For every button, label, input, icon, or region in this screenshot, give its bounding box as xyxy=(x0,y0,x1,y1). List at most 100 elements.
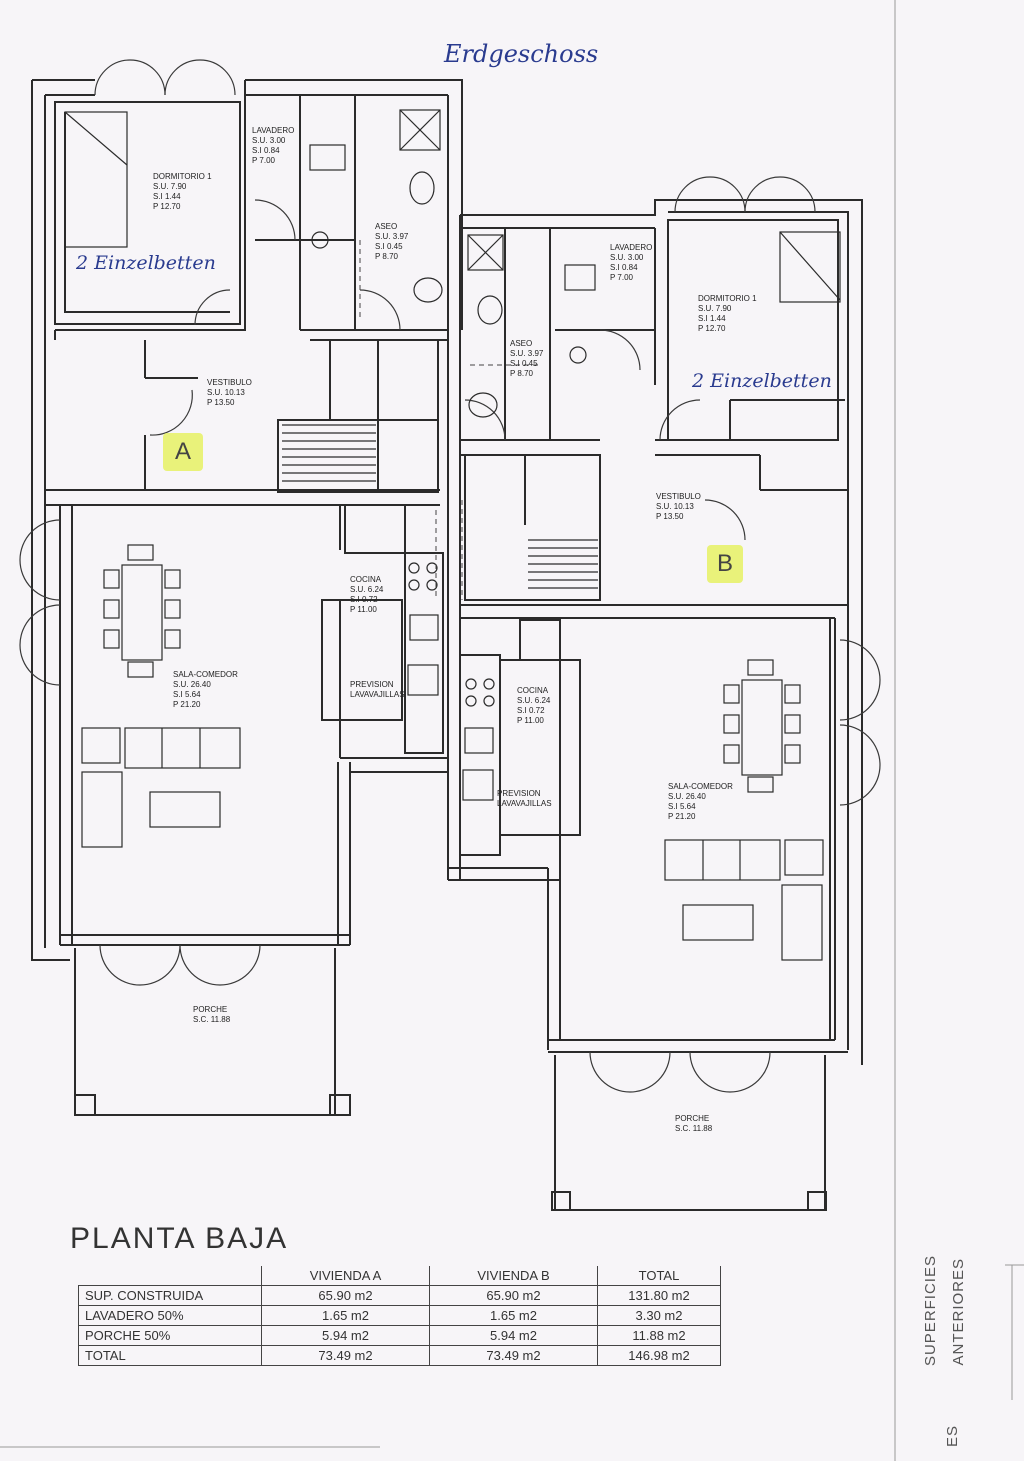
room-su: S.U. 7.90 xyxy=(153,182,187,191)
room-su: S.U. 7.90 xyxy=(698,304,732,313)
table-row: SUP. CONSTRUIDA 65.90 m2 65.90 m2 131.80… xyxy=(78,1285,721,1306)
dashed-lines xyxy=(359,240,540,600)
prevision-line1: PREVISION xyxy=(350,680,394,689)
room-label-dormitorio-b: DORMITORIO 1 S.U. 7.90 S.I 1.44 P 12.70 xyxy=(698,294,757,334)
prevision-line1: PREVISION xyxy=(497,789,541,798)
room-label-prevision-b: PREVISION LAVAVAJILLAS xyxy=(497,789,552,809)
room-name: COCINA xyxy=(350,575,382,584)
row-label: LAVADERO 50% xyxy=(78,1305,262,1326)
handwritten-beds-b: 2 Einzelbetten xyxy=(692,370,832,392)
room-su: S.U. 26.40 xyxy=(668,792,706,801)
door-swings xyxy=(19,59,881,1093)
room-su: S.U. 3.97 xyxy=(375,232,409,241)
unit-a-marker: A xyxy=(163,433,203,471)
room-su: S.U. 10.13 xyxy=(207,388,245,397)
room-name: ASEO xyxy=(510,339,533,348)
cell-vivienda-a: 1.65 m2 xyxy=(261,1305,430,1326)
room-si: S.I 0.45 xyxy=(375,242,403,251)
furniture xyxy=(64,109,841,961)
handwritten-title: Erdgeschoss xyxy=(444,40,599,68)
room-su: S.U. 6.24 xyxy=(517,696,551,705)
room-su: S.U. 6.24 xyxy=(350,585,384,594)
room-label-lavadero-a: LAVADERO S.U. 3.00 S.I 0.84 P 7.00 xyxy=(252,126,294,166)
table-header-cell: VIVIENDA A xyxy=(261,1266,430,1286)
side-text-superficies: SUPERFICIES xyxy=(922,1255,939,1367)
prevision-line2: LAVAVAJILLAS xyxy=(497,799,552,808)
room-sc: S.C. 11.88 xyxy=(193,1015,231,1024)
room-p: P 7.00 xyxy=(610,273,633,282)
room-p: P 21.20 xyxy=(173,700,201,709)
row-label: PORCHE 50% xyxy=(78,1325,262,1346)
cell-vivienda-b: 65.90 m2 xyxy=(429,1285,598,1306)
room-name: VESTIBULO xyxy=(656,492,701,501)
room-label-aseo-b: ASEO S.U. 3.97 S.I 0.45 P 8.70 xyxy=(510,339,543,379)
room-label-cocina-a: COCINA S.U. 6.24 S.I 0.72 P 11.00 xyxy=(350,575,383,615)
room-name: LAVADERO xyxy=(252,126,295,135)
room-label-prevision-a: PREVISION LAVAVAJILLAS xyxy=(350,680,405,700)
room-label-vestibulo-a: VESTIBULO S.U. 10.13 P 13.50 xyxy=(207,378,252,408)
room-si: S.I 5.64 xyxy=(173,690,201,699)
room-name: LAVADERO xyxy=(610,243,653,252)
cell-total: 3.30 m2 xyxy=(597,1305,721,1326)
room-name: PORCHE xyxy=(193,1005,228,1014)
table-header-row: VIVIENDA A VIVIENDA B TOTAL xyxy=(78,1266,721,1286)
room-si: S.I 5.64 xyxy=(668,802,696,811)
room-name: SALA-COMEDOR xyxy=(173,670,238,679)
cell-vivienda-a: 73.49 m2 xyxy=(261,1345,430,1366)
unit-b-marker: B xyxy=(707,545,743,583)
room-p: P 7.00 xyxy=(252,156,275,165)
table-header-cell: TOTAL xyxy=(597,1266,721,1286)
cell-vivienda-b: 1.65 m2 xyxy=(429,1305,598,1326)
room-label-vestibulo-b: VESTIBULO S.U. 10.13 P 13.50 xyxy=(656,492,701,522)
room-label-lavadero-b: LAVADERO S.U. 3.00 S.I 0.84 P 7.00 xyxy=(610,243,652,283)
unit-a-walls xyxy=(31,79,463,1116)
row-label: SUP. CONSTRUIDA xyxy=(78,1285,262,1306)
room-su: S.U. 26.40 xyxy=(173,680,211,689)
room-si: S.I 0.84 xyxy=(610,263,638,272)
room-sc: S.C. 11.88 xyxy=(675,1124,713,1133)
room-su: S.U. 3.97 xyxy=(510,349,544,358)
room-p: P 8.70 xyxy=(375,252,398,261)
handwritten-beds-a: 2 Einzelbetten xyxy=(76,252,216,274)
room-p: P 12.70 xyxy=(153,202,181,211)
room-p: P 13.50 xyxy=(207,398,235,407)
room-p: P 8.70 xyxy=(510,369,533,378)
room-si: S.I 0.72 xyxy=(517,706,545,715)
room-si: S.I 1.44 xyxy=(153,192,181,201)
room-name: PORCHE xyxy=(675,1114,710,1123)
room-p: P 11.00 xyxy=(517,716,544,725)
room-p: P 21.20 xyxy=(668,812,696,821)
room-su: S.U. 3.00 xyxy=(252,136,286,145)
room-label-cocina-b: COCINA S.U. 6.24 S.I 0.72 P 11.00 xyxy=(517,686,550,726)
side-text-anteriores: ANTERIORES xyxy=(950,1258,967,1366)
room-name: COCINA xyxy=(517,686,549,695)
planta-title: PLANTA BAJA xyxy=(70,1222,289,1255)
room-label-aseo-a: ASEO S.U. 3.97 S.I 0.45 P 8.70 xyxy=(375,222,408,262)
room-p: P 12.70 xyxy=(698,324,726,333)
table-corner-cell xyxy=(78,1266,262,1286)
room-label-sala-a: SALA-COMEDOR S.U. 26.40 S.I 5.64 P 21.20 xyxy=(173,670,238,710)
room-label-sala-b: SALA-COMEDOR S.U. 26.40 S.I 5.64 P 21.20 xyxy=(668,782,733,822)
table-row: PORCHE 50% 5.94 m2 5.94 m2 11.88 m2 xyxy=(78,1325,721,1346)
cell-vivienda-a: 5.94 m2 xyxy=(261,1325,430,1346)
row-label: TOTAL xyxy=(78,1345,262,1366)
room-label-dormitorio-a: DORMITORIO 1 S.U. 7.90 S.I 1.44 P 12.70 xyxy=(153,172,212,212)
room-si: S.I 0.84 xyxy=(252,146,280,155)
cell-total: 146.98 m2 xyxy=(597,1345,721,1366)
room-name: VESTIBULO xyxy=(207,378,252,387)
room-name: DORMITORIO 1 xyxy=(153,172,212,181)
room-p: P 11.00 xyxy=(350,605,377,614)
cell-total: 131.80 m2 xyxy=(597,1285,721,1306)
table-header-cell: VIVIENDA B xyxy=(429,1266,598,1286)
room-label-porche-b: PORCHE S.C. 11.88 xyxy=(675,1114,712,1134)
room-name: SALA-COMEDOR xyxy=(668,782,733,791)
room-name: DORMITORIO 1 xyxy=(698,294,757,303)
cell-vivienda-b: 5.94 m2 xyxy=(429,1325,598,1346)
room-name: ASEO xyxy=(375,222,398,231)
room-label-porche-a: PORCHE S.C. 11.88 xyxy=(193,1005,230,1025)
room-si: S.I 0.45 xyxy=(510,359,538,368)
prevision-line2: LAVAVAJILLAS xyxy=(350,690,405,699)
room-si: S.I 0.72 xyxy=(350,595,378,604)
